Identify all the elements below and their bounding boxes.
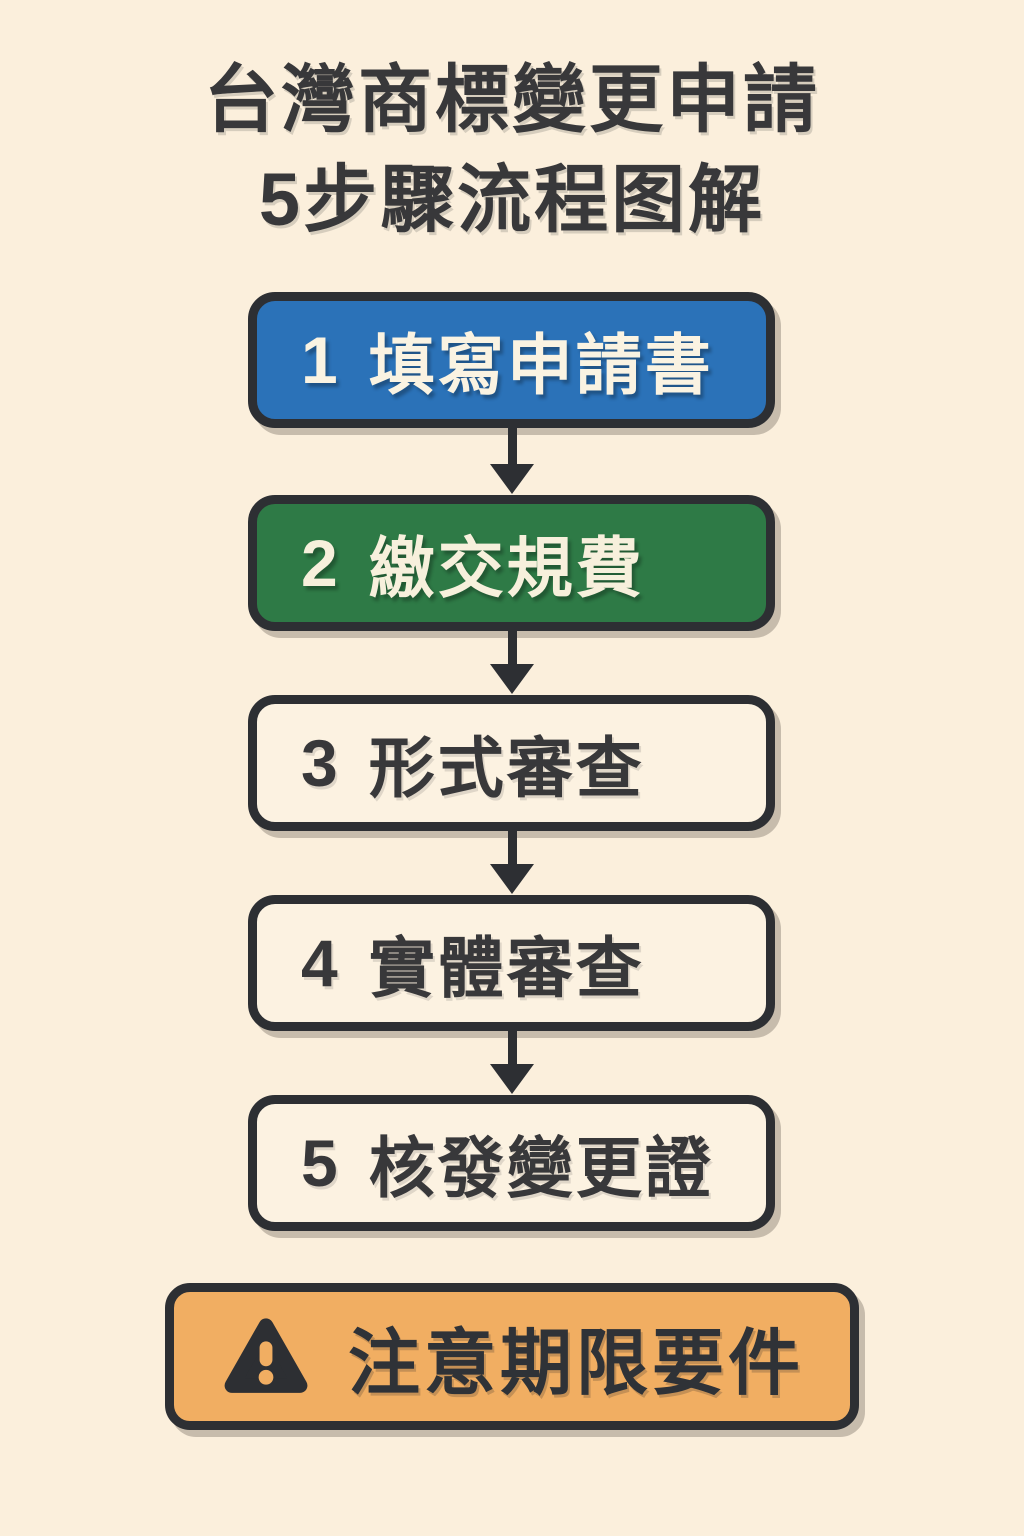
arrow-stem — [507, 1031, 517, 1064]
step-number: 2 — [301, 526, 341, 600]
step-number: 4 — [301, 926, 341, 1000]
arrow-head — [490, 464, 534, 494]
step-label: 形式審查 — [368, 731, 645, 805]
arrow-down-icon — [490, 631, 534, 694]
notice-label: 注意期限要件 — [347, 1324, 804, 1404]
page-title-line1: 台灣商標變更申請 — [204, 58, 820, 141]
arrow-down-icon — [490, 428, 534, 494]
flowchart-step-3: 3 形式審查 — [248, 695, 775, 831]
page-title: 台灣商標變更申請 5步驟流程图解 — [0, 50, 1024, 250]
flowchart-step-2: 2 繳交規費 — [248, 495, 775, 631]
warning-triangle-icon — [224, 1317, 308, 1393]
arrow-head — [490, 864, 534, 894]
step-label: 實體審查 — [368, 931, 645, 1005]
step-number: 1 — [301, 323, 341, 397]
page-title-line2: 5步驟流程图解 — [258, 158, 766, 241]
arrow-stem — [507, 631, 517, 664]
arrow-stem — [507, 428, 517, 464]
arrow-head — [490, 664, 534, 694]
flowchart-step-1: 1 填寫申請書 — [248, 292, 775, 428]
step-label: 繳交規費 — [368, 531, 645, 605]
step-label: 填寫申請書 — [368, 328, 714, 402]
notice-banner: 注意期限要件 — [165, 1283, 859, 1430]
step-number: 5 — [301, 1126, 341, 1200]
flowchart-step-5: 5 核發變更證 — [248, 1095, 775, 1231]
arrow-stem — [507, 831, 517, 864]
flowchart-step-4: 4 實體審查 — [248, 895, 775, 1031]
step-number: 3 — [301, 726, 341, 800]
arrow-down-icon — [490, 1031, 534, 1094]
step-label: 核發變更證 — [368, 1131, 714, 1205]
arrow-down-icon — [490, 831, 534, 894]
arrow-head — [490, 1064, 534, 1094]
